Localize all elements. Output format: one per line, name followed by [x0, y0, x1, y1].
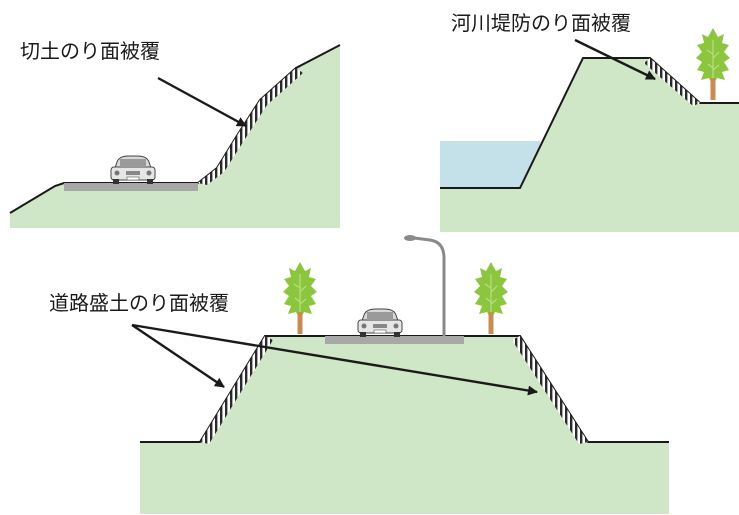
- road-surface: [325, 336, 464, 344]
- road-surface: [64, 183, 198, 191]
- levee-protection-hatch: [644, 58, 700, 106]
- car-icon: [110, 155, 156, 185]
- embankment-right-protection-hatch: [512, 336, 588, 444]
- tree-icon: [473, 261, 509, 335]
- river-levee-label: 河川堤防のり面被覆: [451, 11, 631, 35]
- embankment-left-protection-hatch: [200, 336, 273, 444]
- tree-icon: [282, 261, 318, 335]
- arrow-icon: [131, 323, 538, 396]
- arrow-icon: [131, 324, 225, 388]
- cut-slope-panel: 切土のり面被覆: [9, 39, 341, 228]
- cut-slope-label: 切土のり面被覆: [20, 39, 160, 63]
- cut-slope-protection-hatch: [198, 68, 303, 185]
- road-embankment-panel: 道路盛土のり面被覆: [49, 235, 669, 514]
- car-icon: [357, 308, 403, 338]
- levee-outline: [440, 57, 739, 189]
- street-lamp-icon: [404, 235, 446, 336]
- tree-icon: [695, 27, 731, 101]
- cut-slope-ground: [10, 45, 340, 228]
- road-embankment-label: 道路盛土のり面被覆: [49, 291, 229, 315]
- arrow-icon: [574, 38, 656, 81]
- embankment-ground: [140, 336, 669, 514]
- river-levee-panel: 河川堤防のり面被覆: [440, 11, 739, 232]
- arrow-icon: [157, 76, 247, 128]
